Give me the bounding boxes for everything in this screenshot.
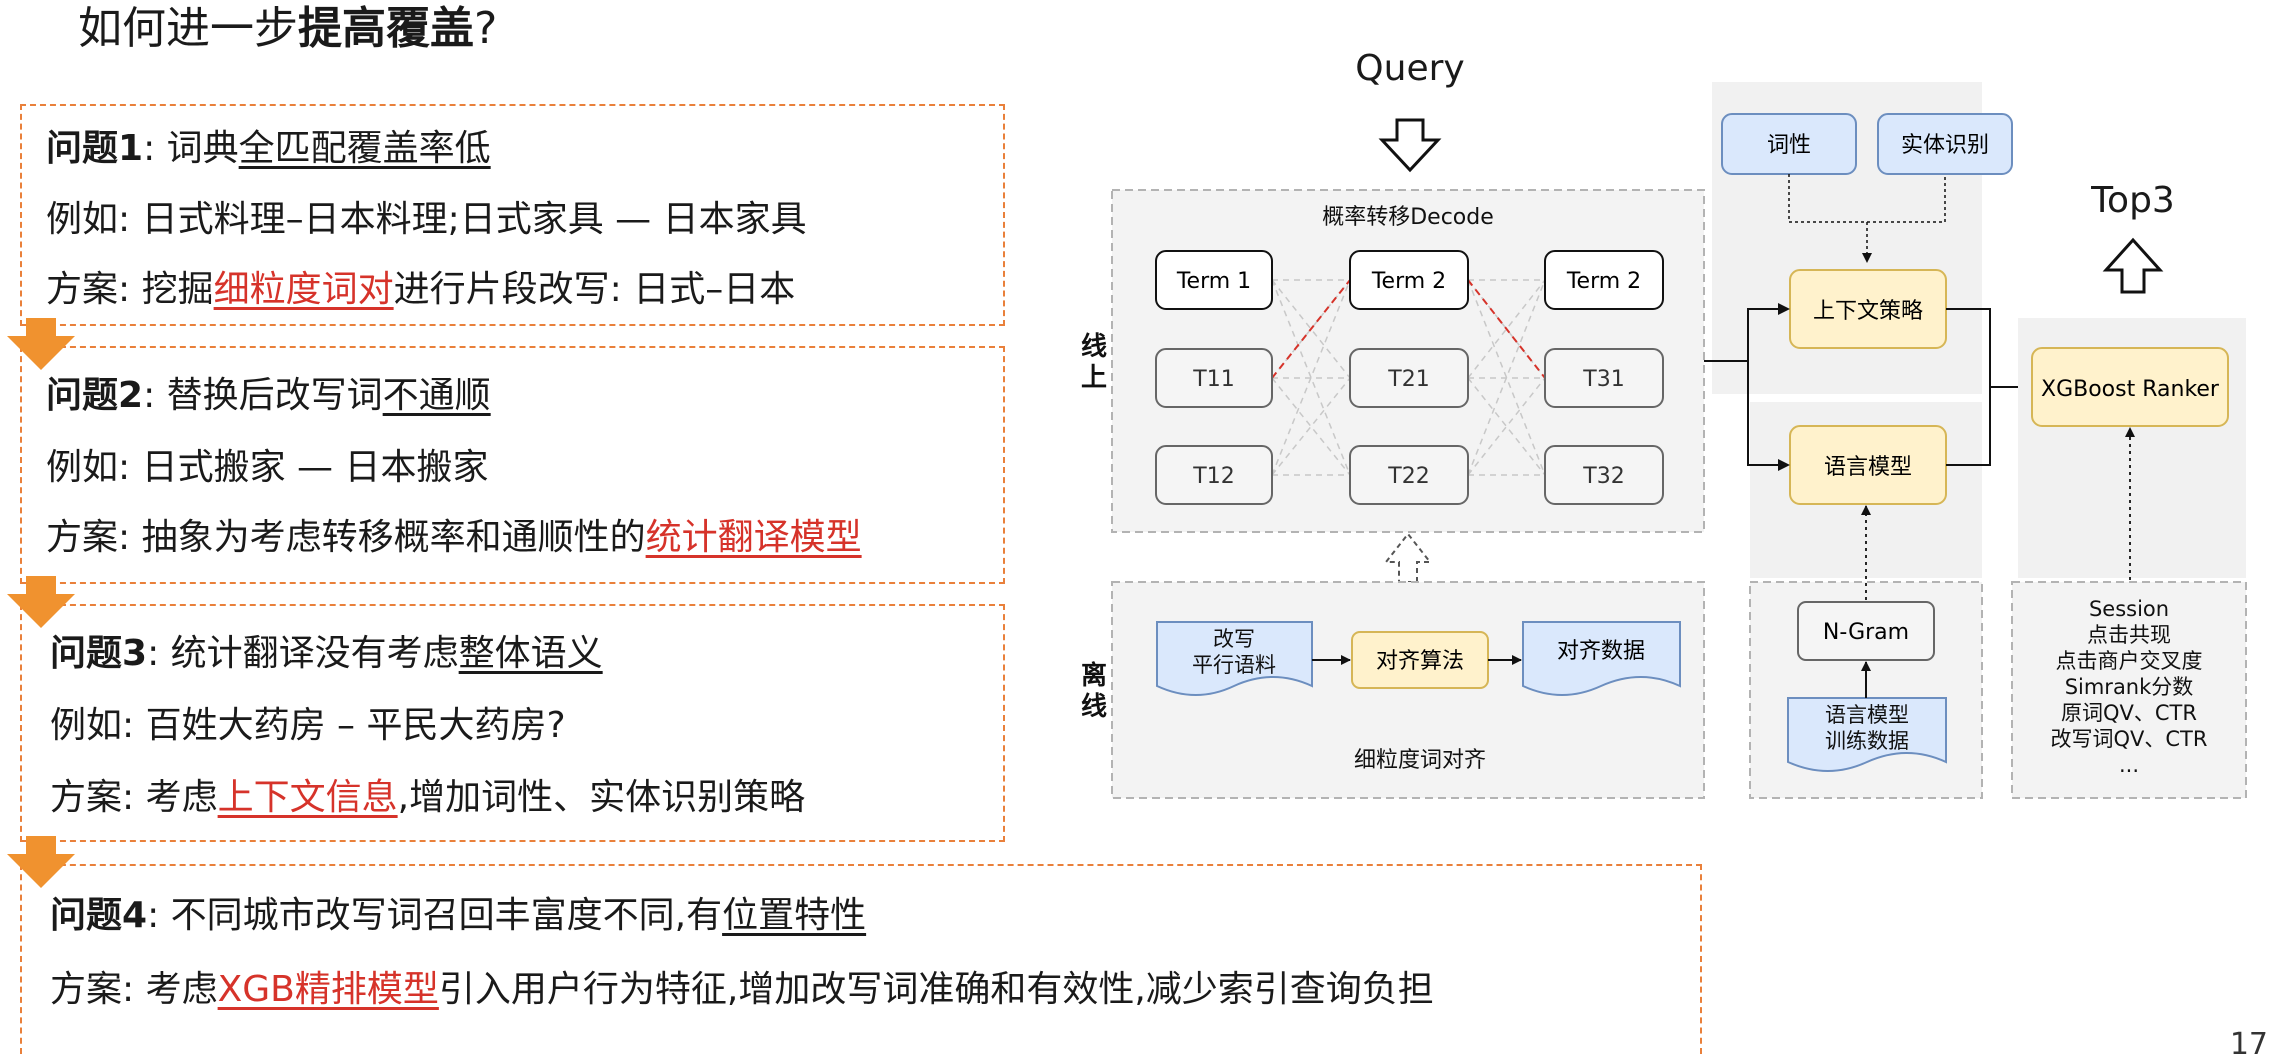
context-strategy-label: 上下文策略	[1813, 299, 1923, 324]
offline-to-online-arrow-icon	[1383, 532, 1433, 583]
t32: T32	[1582, 464, 1624, 489]
feature-list: Session 点击共现 点击商户交叉度 Simrank分数 原词QV、CTR …	[2051, 597, 2208, 777]
problem-box-4	[20, 864, 1702, 1054]
problem-1-line-3: 方案: 挖掘细粒度词对进行片段改写: 日式–日本	[46, 269, 796, 310]
problem-1-line-2: 例如: 日式料理–日本料理;日式家具 — 日本家具	[46, 199, 807, 240]
ngram-label: N-Gram	[1823, 620, 1909, 645]
page-title: 如何进一步提高覆盖?	[78, 0, 497, 58]
alignment-title: 细粒度词对齐	[1354, 748, 1486, 773]
problem-3-line-2: 例如: 百姓大药房 – 平民大药房?	[50, 705, 566, 746]
problem-2-line-2: 例如: 日式搬家 — 日本搬家	[46, 447, 489, 488]
xgboost-ranker-box	[2031, 347, 2229, 427]
best-path-lines	[1271, 279, 1546, 379]
flow-arrow-1-icon	[7, 336, 75, 370]
lm-data-label: 语言模型训练数据	[1825, 703, 1909, 753]
page-number: 17	[2229, 1027, 2268, 1062]
feature-item: 改写词QV、CTR	[2051, 727, 2208, 751]
t11: T11	[1192, 367, 1234, 392]
flow-arrow-stem-1	[26, 318, 56, 338]
term-3: Term 2	[1566, 269, 1641, 294]
feature-item: Simrank分数	[2065, 675, 2194, 699]
query-label: Query	[1355, 48, 1464, 89]
decode-title: 概率转移Decode	[1322, 205, 1494, 230]
ngram-box	[1797, 601, 1935, 661]
title-bold: 提高覆盖	[298, 3, 474, 54]
features-panel	[2011, 581, 2247, 799]
problem-3-line-3: 方案: 考虑上下文信息,增加词性、实体识别策略	[50, 777, 806, 818]
align-algo-label: 对齐算法	[1376, 649, 1464, 674]
online-label: 线上	[1081, 332, 1107, 393]
lm-data-doc	[1787, 697, 1947, 772]
decode-output-connector	[1704, 308, 1786, 466]
problem-box-2	[20, 346, 1005, 584]
problem-4-line-1: 问题4: 不同城市改写词召回丰富度不同,有位置特性	[50, 895, 867, 936]
feature-item: Session	[2089, 597, 2169, 621]
parallel-corpus-label: 改写平行语料	[1192, 627, 1276, 677]
term-2: Term 2	[1371, 269, 1446, 294]
flow-arrow-stem-3	[26, 836, 56, 856]
lang-model-label: 语言模型	[1824, 455, 1912, 480]
context-inputs-connector	[1788, 174, 1946, 262]
query-arrow-icon	[1378, 118, 1442, 173]
t31: T31	[1582, 367, 1624, 392]
t12: T12	[1192, 464, 1234, 489]
parallel-corpus-doc	[1156, 621, 1313, 696]
feature-item: 点击商户交叉度	[2056, 649, 2203, 673]
problem-1-line-1: 问题1: 词典全匹配覆盖率低	[46, 128, 491, 169]
offline-label: 离线	[1081, 660, 1107, 722]
title-prefix: 如何进一步	[78, 3, 298, 54]
flow-arrow-stem-2	[26, 576, 56, 596]
problem-2-line-3: 方案: 抽象为考虑转移概率和通顺性的统计翻译模型	[46, 517, 862, 558]
problem-4-line-2: 方案: 考虑XGB精排模型引入用户行为特征,增加改写词准确和有效性,减少索引查询…	[50, 969, 1434, 1010]
feature-item: 点击共现	[2087, 623, 2171, 647]
xgboost-ranker-label: XGBoost Ranker	[2041, 377, 2220, 402]
title-suffix: ?	[474, 3, 498, 54]
lattice-lines	[1271, 279, 1546, 476]
t-row-1: T11 T21 T31	[1155, 348, 1664, 408]
aligned-data-doc	[1522, 621, 1681, 696]
t-row-2: T12 T22 T32	[1155, 445, 1664, 505]
problem-2-line-1: 问题2: 替换后改写词不通顺	[46, 375, 491, 416]
top3-arrow-icon	[2102, 237, 2164, 294]
arrow-head-context	[1778, 303, 1790, 315]
t22: T22	[1387, 464, 1429, 489]
t21: T21	[1387, 367, 1429, 392]
ner-label: 实体识别	[1901, 133, 1989, 158]
aligned-data-label: 对齐数据	[1557, 639, 1645, 664]
top3-label: Top3	[2090, 180, 2175, 221]
term-1: Term 1	[1176, 269, 1251, 294]
flow-arrow-2-icon	[7, 594, 75, 628]
problem-box-1	[20, 104, 1005, 326]
problem-3-line-1: 问题3: 统计翻译没有考虑整体语义	[50, 633, 603, 674]
feature-item: 原词QV、CTR	[2061, 701, 2197, 725]
term-row: Term 1 Term 2 Term 2	[1155, 250, 1664, 310]
flow-arrow-3-icon	[7, 854, 75, 888]
ner-box	[1877, 113, 2013, 175]
arrow-head-lm	[1778, 459, 1790, 471]
pos-tag-label: 词性	[1767, 133, 1811, 158]
feature-item: ...	[2119, 753, 2139, 777]
problem-box-3	[20, 604, 1005, 842]
